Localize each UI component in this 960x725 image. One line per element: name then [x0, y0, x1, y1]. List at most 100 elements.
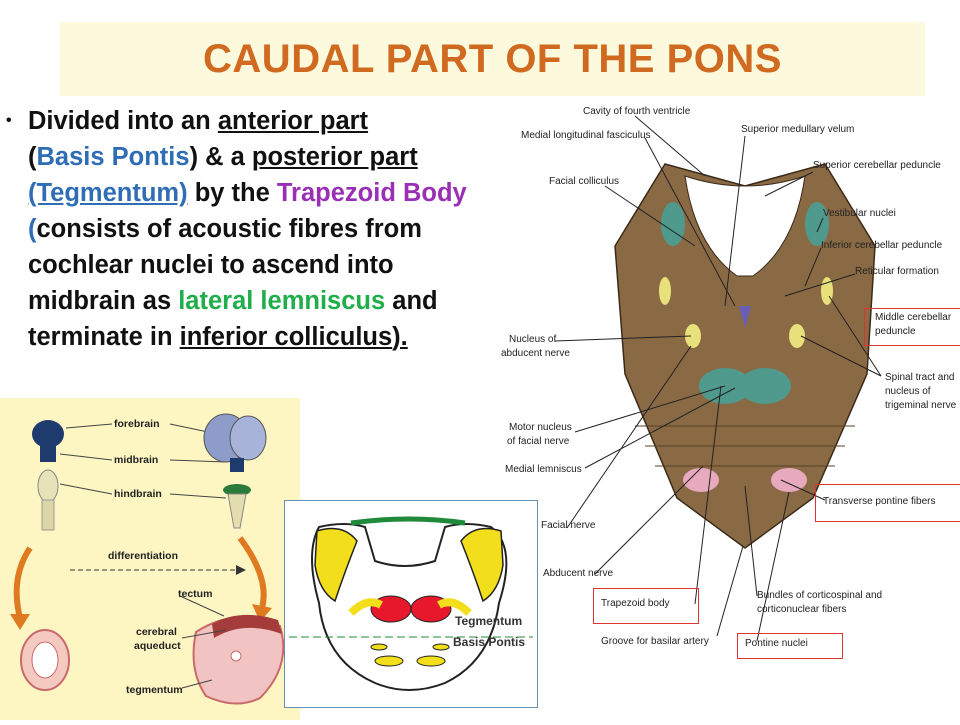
- forebrain-label: forebrain: [114, 418, 160, 430]
- fourth-ventricle: [684, 175, 806, 277]
- pontine-nuclei-right: [771, 468, 807, 492]
- schematic-yellow-right: [460, 527, 504, 603]
- aqueduct-hole: [230, 650, 242, 662]
- schematic-fiber-left: [370, 643, 388, 651]
- label-reticular: Reticular formation: [855, 266, 939, 277]
- forebrain-pointer-right: [169, 423, 209, 433]
- schematic-yellow-left: [314, 527, 358, 603]
- hindbrain-pointer: [59, 483, 113, 495]
- forebrain-vesicle: [32, 420, 64, 448]
- midbrain-pointer: [59, 453, 113, 461]
- hindbrain-label: hindbrain: [114, 488, 162, 500]
- bullet-text: Divided into an anterior part(Basis Pont…: [28, 103, 493, 355]
- label-motor-nucleus-2: of facial nerve: [507, 436, 570, 447]
- leader-facial-colliculus: [604, 185, 696, 247]
- tegmentum-dev-label: tegmentum: [126, 684, 183, 696]
- label-spinal-tract-1: Spinal tract and: [885, 372, 955, 383]
- leader-sup-peduncle: [764, 171, 814, 197]
- hindbrain-vesicle: [37, 469, 59, 503]
- aqueduct-label: aqueduct: [134, 640, 181, 652]
- pons-tissue: [614, 163, 876, 549]
- text-terminate: and terminate in: [28, 287, 438, 351]
- schematic-pontine-right: [416, 655, 446, 667]
- pontine-nuclei-left: [683, 468, 719, 492]
- leader-groove: [716, 545, 744, 637]
- midbrain-label: midbrain: [114, 454, 159, 466]
- tectum-label: tectum: [178, 588, 213, 600]
- tegmentum-pointer: [181, 679, 213, 689]
- text-lateral-lemniscus: lateral lemniscus: [178, 287, 386, 315]
- slide-title: CAUDAL PART OF THE PONS: [203, 36, 782, 81]
- text-by-the: by the: [187, 179, 277, 207]
- highlight-transverse-fibers: [815, 484, 960, 522]
- label-mid-peduncle-1: Middle cerebellar: [875, 312, 952, 323]
- leader-bundles: [744, 485, 758, 597]
- cerebral-hemisphere-right: [229, 415, 267, 461]
- pons-anatomy-drawing: [554, 115, 882, 642]
- label-spinal-tract-2: nucleus of: [885, 386, 931, 397]
- leader-vestibular: [816, 217, 824, 233]
- pons-anatomy-figure: Cavity of fourth ventricle Medial longit…: [495, 96, 960, 659]
- leader-pontine: [756, 491, 790, 642]
- cerebral-aqueduct-pointer: [181, 629, 227, 639]
- label-transverse-fibers: Transverse pontine fibers: [823, 496, 936, 507]
- right-curved-arrow: [237, 536, 267, 609]
- label-abducent-nucleus-2: abducent nerve: [501, 348, 570, 359]
- label-groove: Groove for basilar artery: [601, 636, 709, 647]
- leader-velum: [724, 135, 746, 307]
- schematic-yellow-arc-right: [437, 598, 472, 616]
- tectum-region: [212, 614, 282, 638]
- left-curved-arrow: [13, 546, 33, 619]
- text-paren-open: (: [28, 143, 37, 171]
- abducent-nucleus-right: [789, 324, 805, 348]
- spinal-tract-left: [659, 277, 671, 305]
- midbrain-vesicle: [40, 446, 56, 462]
- label-spinal-tract-3: trigeminal nerve: [885, 400, 957, 411]
- pons-band: [223, 484, 251, 496]
- vestibular-nucleus-right: [805, 202, 829, 246]
- label-vestibular: Vestibular nuclei: [823, 208, 896, 219]
- schematic-pontine-left: [374, 655, 404, 667]
- cerebral-label: cerebral: [136, 626, 177, 638]
- label-sup-velum: Superior medullary velum: [741, 124, 855, 135]
- text-and-a: ) & a: [189, 143, 252, 171]
- hindbrain-pointer-right: [169, 493, 227, 499]
- text-paren-open-2: (: [28, 215, 37, 243]
- schematic-fiber-right: [432, 643, 450, 651]
- leader-spinal-tract: [828, 295, 882, 377]
- bullet-marker: •: [6, 112, 12, 129]
- leader-spinal-tract-2: [800, 335, 882, 377]
- text-trapezoid-body: Trapezoid Body: [276, 179, 467, 207]
- vestibular-nucleus-left: [661, 202, 685, 246]
- tube-lumen: [31, 641, 59, 679]
- label-mid-peduncle-2: peduncle: [875, 326, 916, 337]
- brain-development-figure: forebrain midbrain hindbrain differentia…: [0, 398, 300, 720]
- label-abducent-nerve: Abducent nerve: [543, 568, 614, 579]
- bullet-paragraph: • Divided into an anterior part(Basis Po…: [6, 103, 493, 355]
- label-abducent-nucleus-1: Nucleus of: [509, 334, 557, 345]
- text-tegmentum: (Tegmentum): [28, 179, 188, 207]
- label-sup-peduncle: Superior cerebellar peduncle: [813, 160, 941, 171]
- midbrain-block: [230, 458, 244, 472]
- text-consists: consists of acoustic fibres from cochlea…: [28, 215, 422, 315]
- brain-development-drawing: [10, 413, 285, 705]
- pons-schematic-drawing: [289, 516, 533, 691]
- label-bundles-2: corticonuclear fibers: [757, 604, 847, 615]
- leader-motor-nucleus: [574, 385, 726, 433]
- tectum-pointer: [179, 595, 225, 617]
- text-anterior-part: anterior part: [217, 107, 369, 135]
- label-trapezoid-body: Trapezoid body: [601, 598, 670, 609]
- leader-cavity: [634, 115, 706, 177]
- spinal-tube: [41, 499, 55, 531]
- leader-medial-lemniscus: [584, 387, 736, 469]
- left-arrowhead: [10, 614, 30, 630]
- text-closing: ).: [392, 323, 408, 351]
- label-pontine-nuclei: Pontine nuclei: [745, 638, 808, 649]
- forebrain-pointer: [65, 423, 113, 429]
- leader-abducent-nucleus: [554, 335, 692, 342]
- midbrain-pointer-right: [169, 459, 227, 463]
- leader-inf-peduncle: [804, 247, 822, 287]
- text-basis-pontis: Basis Pontis: [36, 143, 190, 171]
- brainstem-shape: [227, 493, 247, 529]
- right-arrowhead: [252, 604, 272, 622]
